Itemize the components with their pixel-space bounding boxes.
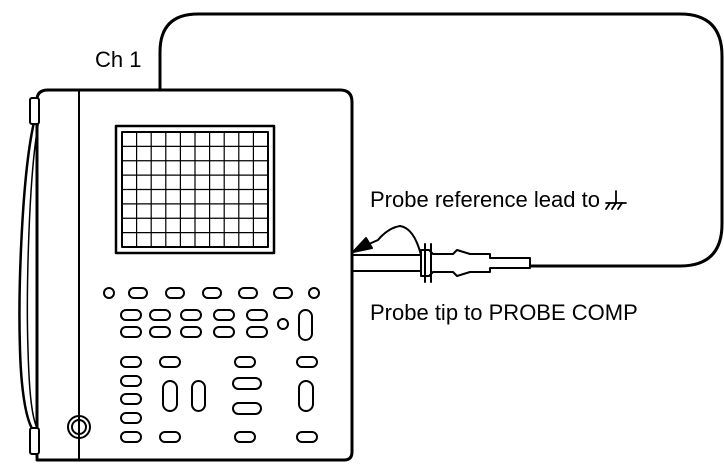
button-tall[interactable] [298,309,313,341]
button-oval[interactable] [159,356,181,368]
oscilloscope [18,88,354,462]
probe-tip-label: Probe tip to PROBE COMP [370,300,638,325]
button-oval[interactable] [246,309,268,321]
carry-handle [18,116,37,432]
button-oval[interactable] [149,326,171,338]
button-oval[interactable] [120,393,142,405]
button-oval[interactable] [120,375,142,387]
button-oval[interactable] [246,326,268,338]
button-tall[interactable] [191,380,206,412]
button-oval[interactable] [202,287,222,299]
button-oval[interactable] [120,412,142,424]
reference-lead [359,225,422,256]
handle-mount-top [29,97,40,125]
button-tall[interactable] [162,380,178,412]
button-oval[interactable] [296,431,318,443]
button-oval[interactable] [296,356,318,368]
power-knob-inner[interactable] [71,419,87,435]
button-oval[interactable] [180,309,202,321]
button-oval[interactable] [234,431,256,443]
screen-bezel [114,124,276,255]
button-wide[interactable] [232,377,262,390]
button-oval[interactable] [120,326,142,338]
button-oval[interactable] [213,309,235,321]
button-round[interactable] [308,287,320,299]
button-oval[interactable] [180,326,202,338]
button-oval[interactable] [234,356,256,368]
button-oval[interactable] [120,309,142,321]
handle-mount-bottom [29,427,40,455]
button-round[interactable] [277,318,289,330]
button-oval[interactable] [273,287,293,299]
graticule-grid [121,131,269,248]
top-button-row [103,287,320,299]
ground-symbol-icon [605,190,627,210]
lower-control-area [67,356,318,443]
probe-assembly [351,225,531,283]
reference-lead-arrowhead [352,237,373,253]
carry-handle-inner [26,119,40,429]
probe-head [420,249,531,277]
probe-reference-callout: Probe reference lead to [370,189,628,211]
button-oval[interactable] [165,287,185,299]
button-oval[interactable] [159,431,181,443]
channel-1-label: Ch 1 [95,47,142,72]
button-oval[interactable] [120,356,142,368]
button-oval[interactable] [149,309,171,321]
button-round[interactable] [103,287,115,299]
button-oval[interactable] [128,287,148,299]
oscilloscope-case [35,88,354,462]
button-wide[interactable] [232,402,262,415]
button-oval[interactable] [238,287,258,299]
probe-reference-label: Probe reference lead to [370,187,600,212]
power-knob-outer[interactable] [67,415,91,439]
button-tall[interactable] [298,380,314,412]
button-oval[interactable] [213,326,235,338]
probe-cable [158,12,724,268]
menu-button-block [120,309,313,341]
button-oval[interactable] [120,431,142,443]
